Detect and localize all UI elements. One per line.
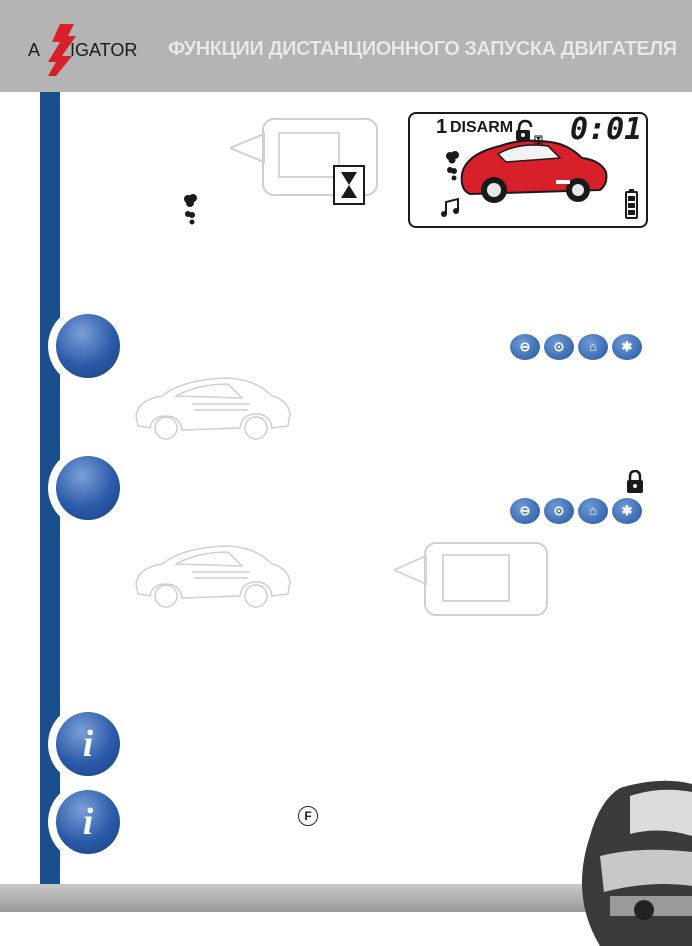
car-outline-sketch-1	[135, 377, 291, 440]
f-button-icon: F	[298, 806, 318, 826]
button-icons-row-2: ⊖ ⊙ ⌂ ✱	[510, 498, 642, 524]
step-circle-2	[48, 448, 128, 528]
lcd-time: 0:01	[570, 112, 643, 147]
page-title: ФУНКЦИИ ДИСТАНЦИОННОГО ЗАПУСКА ДВИГАТЕЛЯ	[168, 38, 677, 60]
exhaust-smoke-icon	[184, 194, 197, 225]
info-circle-1: i	[48, 704, 128, 784]
remote-fob-middle	[424, 542, 548, 616]
logo-letter-a: A	[28, 40, 41, 60]
car-outline-sketch-2	[135, 545, 291, 608]
step-circle-1	[48, 306, 128, 386]
fob-antenna-top	[230, 132, 265, 164]
button-icons-row-1: ⊖ ⊙ ⌂ ✱	[510, 334, 642, 360]
trunk-button-icon: ⌂	[578, 498, 608, 524]
fob-antenna-middle	[394, 554, 427, 586]
logo-text: IGATOR	[70, 40, 138, 60]
lcd-display: 1 DISARM 0:01	[408, 112, 648, 228]
trunk-button-icon: ⌂	[578, 334, 608, 360]
star-button-icon: ✱	[612, 334, 642, 360]
lcd-status: DISARM	[450, 119, 514, 136]
footer-strip	[0, 912, 692, 946]
page-header: A IGATOR ФУНКЦИИ ДИСТАНЦИОННОГО ЗАПУСКА …	[0, 0, 692, 92]
hourglass-icon	[333, 165, 365, 205]
unlock-icon	[516, 119, 533, 141]
lock-icon	[627, 470, 643, 493]
key-button-icon: ⊖	[510, 498, 540, 524]
key-button-icon: ⊙	[544, 498, 574, 524]
key-button-icon: ⊙	[544, 334, 574, 360]
car-front-decoration	[582, 780, 692, 946]
info-circle-2: i	[48, 782, 128, 862]
key-button-icon: ⊖	[510, 334, 540, 360]
lcd-channel: 1	[436, 116, 448, 138]
footer-bar	[0, 884, 692, 912]
star-button-icon: ✱	[612, 498, 642, 524]
